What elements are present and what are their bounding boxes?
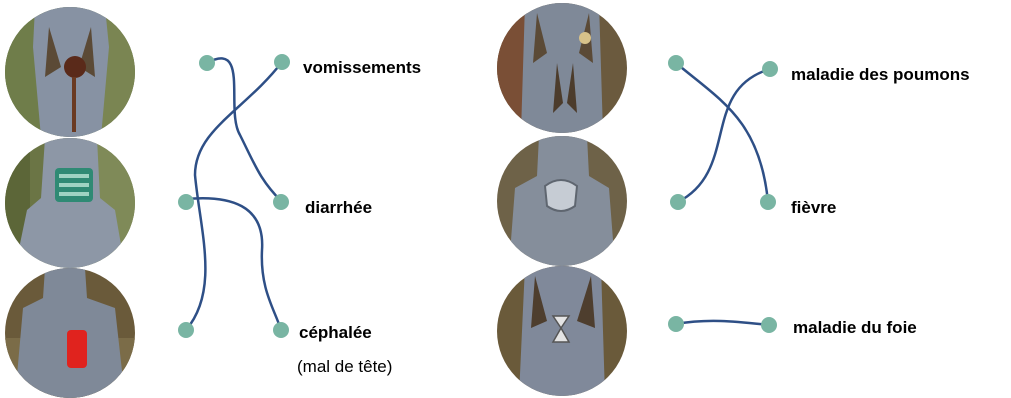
connector-dot[interactable]	[762, 61, 778, 77]
connector-dot[interactable]	[273, 194, 289, 210]
label-vomiting: vomissements	[303, 58, 421, 78]
label-headache-explanation: (mal de tête)	[297, 357, 392, 377]
connector-dot[interactable]	[178, 322, 194, 338]
line-stomach-to-diarrhea	[207, 58, 282, 202]
label-diarrhea: diarrhée	[305, 198, 372, 218]
connector-dot[interactable]	[760, 194, 776, 210]
label-lung-disease: maladie des poumons	[791, 65, 970, 85]
connector-dot[interactable]	[273, 322, 289, 338]
connector-dot[interactable]	[668, 55, 684, 71]
connector-dot[interactable]	[668, 316, 684, 332]
connector-dot[interactable]	[670, 194, 686, 210]
connector-dot[interactable]	[761, 317, 777, 333]
label-headache: céphalée	[299, 323, 372, 343]
connector-dot[interactable]	[178, 194, 194, 210]
line-liver-to-liver-disease	[676, 321, 769, 325]
label-fever: fièvre	[791, 198, 836, 218]
connector-dot[interactable]	[199, 55, 215, 71]
label-liver-disease: maladie du foie	[793, 318, 917, 338]
line-fever-photo-to-lung-disease	[678, 69, 770, 202]
connector-dot[interactable]	[274, 54, 290, 70]
